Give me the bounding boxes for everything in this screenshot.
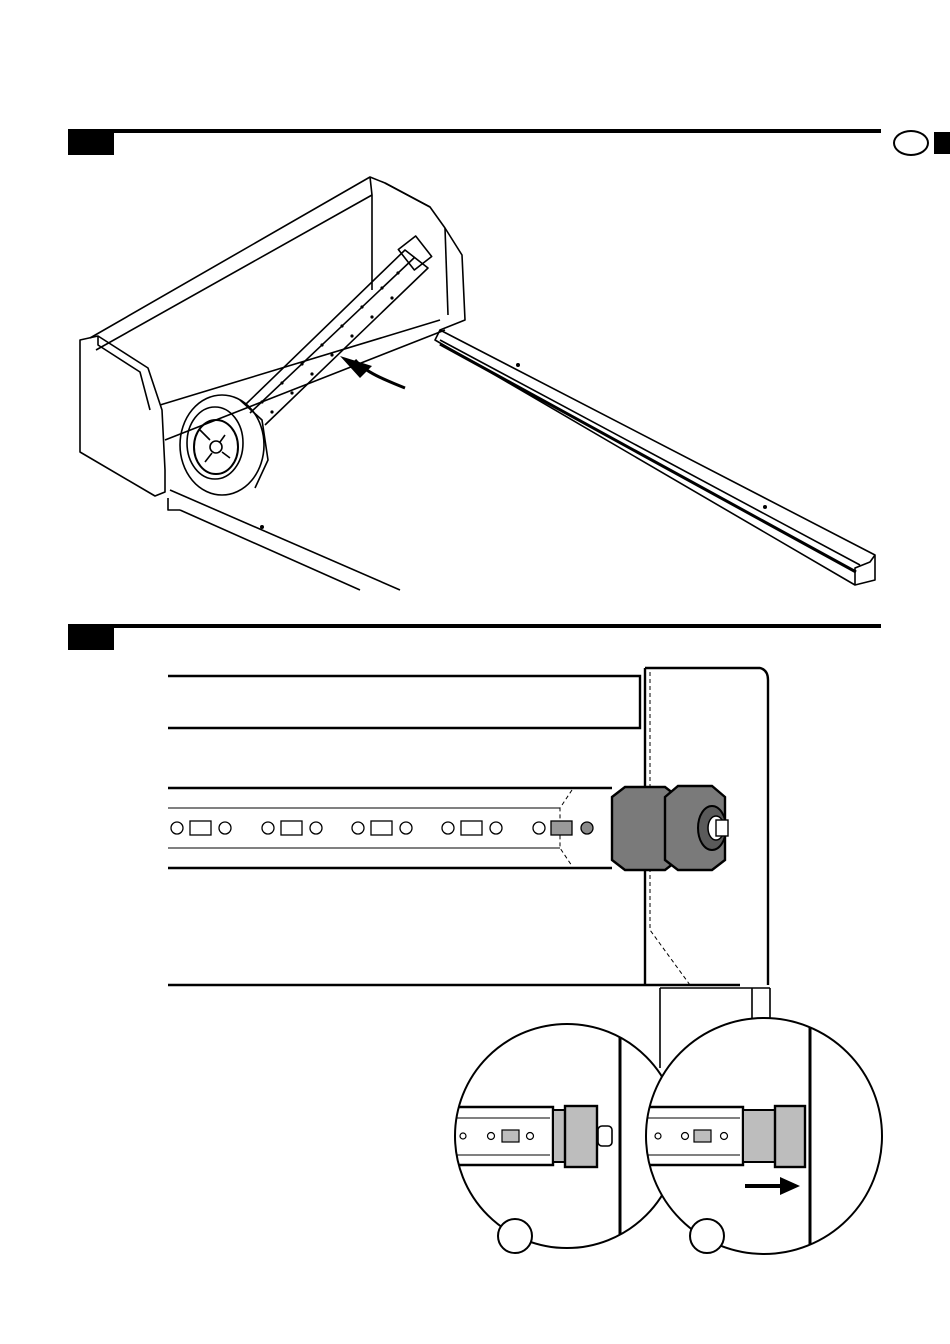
detail-a-badge [497, 1218, 533, 1254]
end-cap-pushed-detail [640, 1010, 882, 1260]
end-cap-gap-detail [440, 1020, 679, 1260]
detail-b-badge [689, 1218, 725, 1254]
